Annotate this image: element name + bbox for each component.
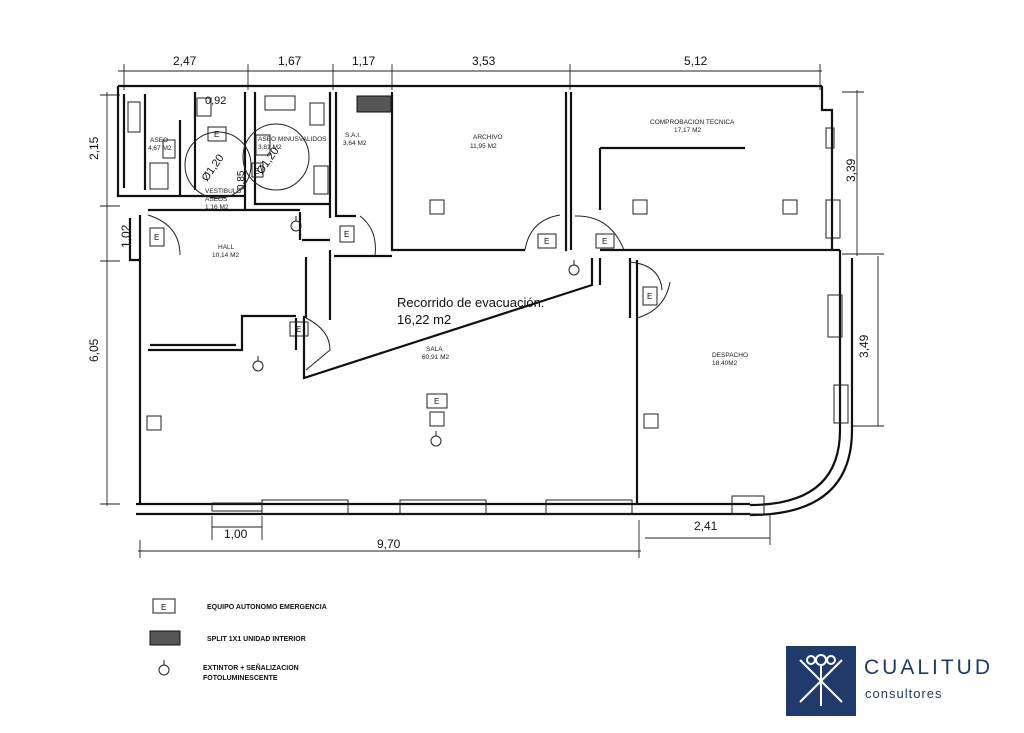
dim-inner-092: 0,92 (205, 95, 226, 107)
turning-circle-1 (184, 131, 252, 199)
dim-left-1: 2,15 (87, 136, 101, 160)
emergency-letter: E (214, 130, 219, 139)
dimension-lines (100, 64, 884, 558)
legend-label-1: EQUIPO AUTONOMO EMERGENCIA (207, 604, 327, 611)
emergency-letter: E (296, 325, 301, 334)
emergency-letter: E (544, 237, 549, 246)
dim-bottom-1: 1,00 (224, 527, 248, 541)
room-sala-area: 60,91 M2 (422, 354, 449, 361)
brand-logo: CUALITUD consultores (786, 646, 1022, 716)
extinguishers (252, 216, 580, 447)
room-aseo-area: 4,67 M2 (148, 145, 172, 152)
emergency-letter: E (647, 292, 652, 301)
room-aseo-name: ASEO (150, 137, 168, 144)
extinguisher-icon (158, 664, 170, 676)
room-sai-name: S.A.I. (345, 132, 361, 139)
room-archivo-area: 11,95 M2 (470, 143, 497, 150)
emergency-letter: E (434, 397, 439, 406)
dim-right-2: 3,49 (857, 334, 871, 358)
emergency-letter: E (344, 230, 349, 239)
dim-inner-085: 0,85 (236, 170, 247, 190)
legend-label-3b: FOTOLUMINESCENTE (203, 675, 278, 682)
dim-top-2: 1,67 (278, 54, 302, 68)
split-unit-icon (356, 95, 392, 113)
dim-left-3: 6,05 (87, 338, 101, 362)
room-comprobacion-name: COMPROBACION TECNICA (650, 119, 735, 126)
dim-top-4: 3,53 (472, 54, 496, 68)
emergency-light-icon (152, 598, 176, 614)
brand-sub: consultores (865, 686, 943, 701)
room-archivo-name: ARCHIVO (473, 134, 503, 141)
evacuation-area: 16,22 m2 (397, 312, 451, 327)
legend-label-2: SPLIT 1X1 UNIDAD INTERIOR (207, 636, 306, 643)
emergency-letter: E (254, 167, 259, 176)
emergency-lights: E E E E E E E E E (149, 126, 658, 409)
split-unit-icon (149, 630, 181, 646)
room-vestibulo-area: 1,16 M2 (205, 204, 229, 211)
dim-bottom-2: 9,70 (377, 537, 401, 551)
windows (211, 127, 849, 515)
pillars (146, 199, 798, 431)
room-aseo-minus-name: ASEO MINUSVALIDOS (258, 136, 327, 143)
turning-circle-2 (242, 123, 310, 191)
emergency-letter: E (602, 237, 607, 246)
room-vestibulo-sub: ASEOS (205, 196, 228, 203)
legend: E EQUIPO AUTONOMO EMERGENCIA SPLIT 1X1 U… (149, 598, 327, 682)
legend-label-3: EXTINTOR + SEÑALIZACION (203, 663, 299, 672)
dim-inner-diam-1: Ø1,20 (200, 152, 227, 183)
room-comprobacion-area: 17,17 M2 (674, 127, 701, 134)
fixtures (127, 95, 329, 195)
dim-bottom-3: 2,41 (694, 519, 718, 533)
room-hall-name: HALL (218, 244, 235, 251)
room-aseo-minus-area: 3,81 M2 (258, 144, 282, 151)
door-swings (147, 214, 671, 371)
emergency-letter: E (154, 233, 159, 242)
room-despacho-name: DESPACHO (712, 352, 748, 359)
room-sala-name: SALA (426, 346, 443, 353)
legend-e-letter: E (161, 603, 166, 612)
room-despacho-area: 18,40M2 (712, 360, 738, 367)
room-hall-area: 10,14 M2 (212, 252, 239, 259)
dim-top-3: 1,17 (352, 54, 376, 68)
room-sai-area: 3,64 M2 (343, 140, 367, 147)
dim-top-1: 2,47 (173, 54, 197, 68)
evacuation-label: Recorrido de evacuación: (397, 295, 544, 310)
dim-right-1: 3,39 (844, 158, 858, 182)
dim-top-5: 5,12 (684, 54, 708, 68)
brand-name: CUALITUD (864, 656, 994, 679)
brand-emblem-icon (786, 646, 856, 716)
walls (116, 84, 854, 517)
room-vestibulo-name: VESTIBULO (205, 188, 241, 195)
